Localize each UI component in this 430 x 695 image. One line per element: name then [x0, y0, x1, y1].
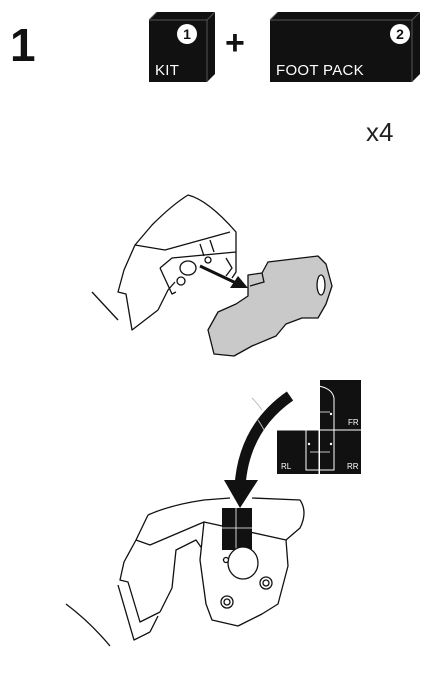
plus-sign: +	[225, 24, 245, 62]
kit-box: 1 KIT	[149, 12, 215, 82]
position-label-rr: RR	[347, 462, 359, 471]
foot-body-lower	[65, 497, 305, 647]
step-number: 1	[10, 19, 36, 71]
quantity-label: x4	[366, 117, 394, 147]
curved-arrow	[224, 391, 294, 508]
kit-label: KIT	[155, 62, 180, 79]
position-label-fr: FR	[348, 418, 359, 427]
foot-pack-label: FOOT PACK	[276, 62, 364, 79]
foot-pack-box-icon	[270, 12, 420, 82]
foot-pack-box: 2 FOOT PACK	[270, 12, 420, 82]
kit-box-icon	[149, 12, 215, 82]
kit-badge: 1	[177, 24, 197, 44]
foot-body-upper	[91, 194, 237, 331]
foot-pack-badge: 2	[390, 24, 410, 44]
position-map	[277, 380, 361, 474]
position-label-rl: RL	[281, 462, 292, 471]
removal-arrow-small	[199, 264, 248, 288]
cover-plate	[207, 255, 333, 357]
mounting-plate	[199, 508, 289, 627]
